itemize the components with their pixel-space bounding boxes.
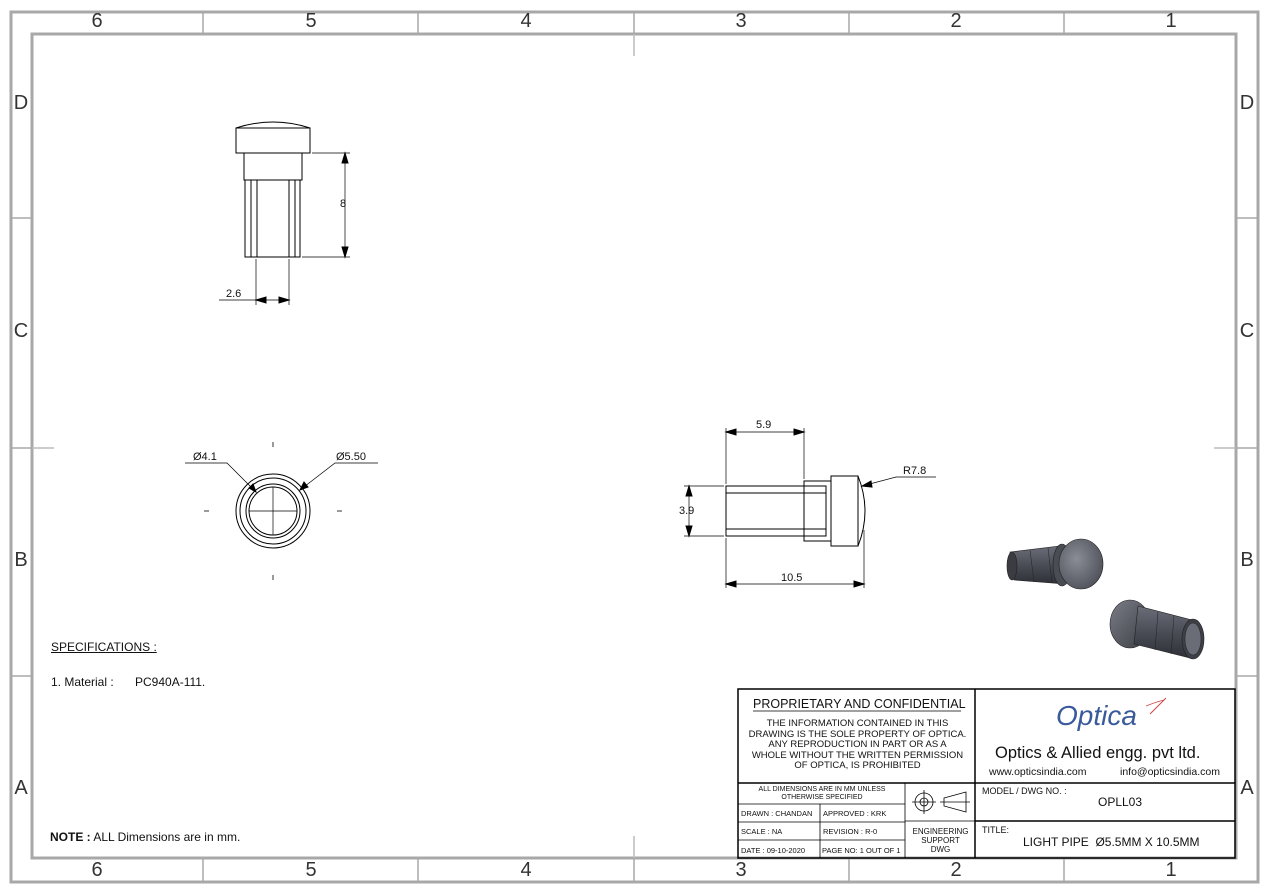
dim-width-2-6: 2.6 [226, 288, 242, 300]
drawing-type-line: DWG [930, 845, 951, 854]
drawing-date: DATE : 09-10-2020 [741, 846, 806, 855]
page-number: PAGE NO: 1 OUT OF 1 [822, 846, 901, 855]
dim-height-8: 8 [340, 198, 347, 210]
zone-row-a-right: A [1240, 777, 1254, 799]
side-view [684, 428, 936, 588]
company-logo: Optica [1056, 700, 1137, 731]
title-block [737, 688, 1236, 859]
zone-col-5-bottom: 5 [305, 859, 317, 881]
material-value: PC940A-111. [135, 675, 206, 689]
isometric-render-1 [1006, 538, 1104, 590]
proprietary-notice: THE INFORMATION CONTAINED IN THIS DRAWIN… [740, 718, 975, 772]
note-text: ALL Dimensions are in mm. [93, 830, 241, 844]
zone-col-4-top: 4 [520, 10, 532, 32]
dim-height-3-9: 3.9 [679, 505, 695, 517]
proprietary-heading: PROPRIETARY AND CONFIDENTIAL [753, 697, 966, 711]
proprietary-line: THE INFORMATION CONTAINED IN THIS [766, 718, 949, 729]
isometric-render-2 [1109, 599, 1205, 660]
front-view [219, 121, 350, 305]
zone-col-3-bottom: 3 [735, 859, 747, 881]
zone-col-4-bottom: 4 [520, 859, 532, 881]
units-line: OTHERWISE SPECIFIED [781, 794, 863, 801]
proprietary-line: WHOLE WITHOUT THE WRITTEN PERMISSION [751, 749, 964, 761]
zone-col-1-bottom: 1 [1165, 859, 1177, 881]
proprietary-line: DRAWING IS THE SOLE PROPERTY OF OPTICA. [748, 728, 967, 740]
proprietary-line: ANY REPRODUCTION IN PART OR AS A [768, 739, 947, 750]
dim-length-5-9: 5.9 [756, 419, 772, 431]
units-note: ALL DIMENSIONS ARE IN MM UNLESS OTHERWIS… [740, 786, 904, 802]
approved-by: APPROVED : KRK [823, 809, 887, 818]
drawn-by: DRAWN : CHANDAN [741, 809, 813, 818]
company-website: www.opticsindia.com [989, 766, 1087, 778]
zone-row-c-left: C [13, 320, 29, 342]
drawing-type: ENGINEERING SUPPORT DWG [906, 827, 975, 854]
zone-ticks [11, 12, 1258, 882]
revision: REVISION : R-0 [823, 827, 878, 836]
scale: SCALE : NA [741, 827, 783, 836]
inner-border [30, 32, 1238, 860]
zone-col-2-bottom: 2 [950, 859, 962, 881]
zone-row-b-left: B [14, 549, 28, 571]
proprietary-line: OF OPTICA, IS PROHIBITED [794, 760, 921, 771]
drawing-type-line: ENGINEERING [912, 827, 969, 836]
zone-row-d-left: D [13, 92, 29, 114]
specifications-heading: SPECIFICATIONS : [51, 640, 157, 654]
zone-col-2-top: 2 [950, 10, 962, 32]
zone-col-1-top: 1 [1165, 10, 1177, 32]
note-label: NOTE : [50, 830, 91, 844]
units-line: ALL DIMENSIONS ARE IN MM UNLESS [758, 786, 886, 793]
company-name: Optics & Allied engg. pvt ltd. [995, 744, 1201, 762]
drawing-type-line: SUPPORT [921, 836, 960, 845]
zone-col-6-bottom: 6 [91, 859, 103, 881]
model-value: OPLL03 [1098, 795, 1143, 809]
title-label: TITLE: [982, 825, 1010, 835]
dim-outer-diameter: Ø5.50 [336, 451, 366, 463]
company-email: info@opticsindia.com [1120, 766, 1220, 778]
zone-col-6-top: 6 [91, 10, 103, 32]
material-label: 1. Material : [51, 675, 114, 689]
dim-inner-diameter: Ø4.1 [193, 451, 217, 463]
zone-row-c-right: C [1239, 320, 1255, 342]
zone-col-3-top: 3 [735, 10, 747, 32]
note: NOTE : ALL Dimensions are in mm. [50, 830, 240, 844]
title-value: LIGHT PIPE Ø5.5MM X 10.5MM [1023, 835, 1200, 849]
model-label: MODEL / DWG NO. : [982, 786, 1067, 796]
dim-length-10-5: 10.5 [781, 572, 803, 584]
zone-col-5-top: 5 [305, 10, 317, 32]
zone-row-d-right: D [1239, 92, 1255, 114]
zone-row-a-left: A [14, 777, 28, 799]
dim-radius: R7.8 [903, 465, 927, 477]
zone-row-b-right: B [1240, 549, 1254, 571]
end-view [185, 442, 378, 580]
